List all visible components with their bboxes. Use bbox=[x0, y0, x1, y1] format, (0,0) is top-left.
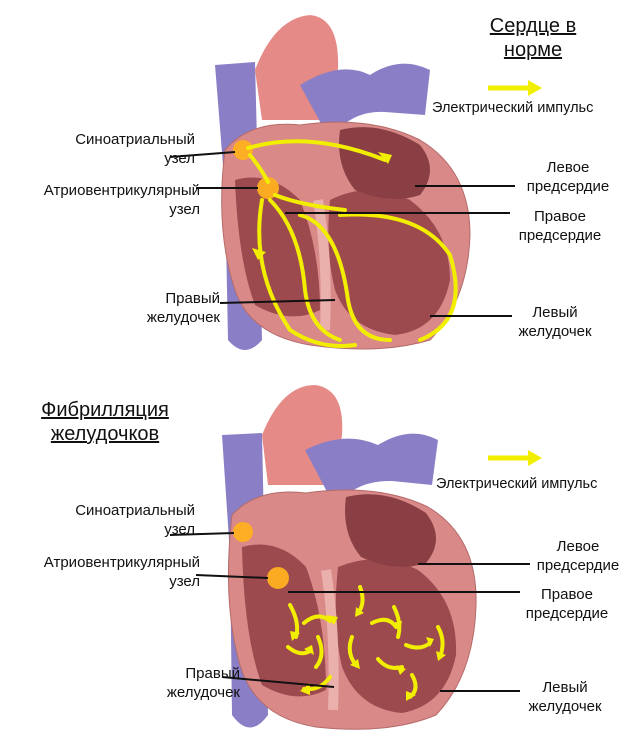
av-node-label: Атриовентрикулярный узел bbox=[43, 182, 200, 218]
impulse-arrow-icon bbox=[488, 450, 542, 466]
septum bbox=[321, 569, 339, 711]
panel-title: Фибрилляция желудочков bbox=[41, 399, 169, 445]
right-ventricle-label: Правый желудочек bbox=[166, 665, 240, 701]
fibrillation-panel: Фибрилляция желудочков Электрический имп… bbox=[0, 375, 640, 749]
left-atrium-label: Левое предсердие bbox=[536, 538, 620, 574]
sa-node-label: Синоатриальный узел bbox=[75, 502, 195, 538]
impulse-arrow-icon bbox=[488, 80, 542, 96]
pulmonary-artery bbox=[305, 433, 438, 507]
sa-node-glow bbox=[233, 522, 253, 542]
left-atrium-label: Левое предсердие bbox=[526, 159, 610, 195]
impulse-arrowheads bbox=[290, 607, 446, 701]
legend-label: Электрический импульс bbox=[432, 100, 594, 116]
legend-label: Электрический импульс bbox=[436, 476, 598, 492]
av-node-glow bbox=[267, 567, 289, 589]
right-ventricle-label: Правый желудочек bbox=[146, 290, 220, 326]
right-atrium-label: Правое предсердие bbox=[518, 208, 602, 244]
left-ventricle-label: Левый желудочек bbox=[518, 304, 592, 340]
impulse-arrowhead bbox=[252, 248, 266, 260]
pulmonary-artery bbox=[300, 63, 430, 140]
av-node-label: Атриовентрикулярный узел bbox=[43, 554, 200, 590]
impulse-arrowhead bbox=[378, 152, 392, 164]
panel-title: Сердце в норме bbox=[489, 15, 577, 61]
left-atrium-chamber bbox=[339, 127, 430, 199]
right-atrium-label: Правое предсердие bbox=[525, 586, 609, 622]
normal-heart-panel: Сердце в норме Электрический импульс Син… bbox=[43, 15, 610, 350]
left-ventricle-label: Левый желудочек bbox=[528, 679, 602, 715]
left-chamber bbox=[335, 559, 457, 713]
sa-node-label: Синоатриальный узел bbox=[75, 131, 195, 167]
leader-lines bbox=[169, 532, 530, 692]
impulse-paths bbox=[246, 139, 458, 348]
right-chamber bbox=[242, 544, 326, 697]
fibrillation-heart-illustration bbox=[169, 385, 542, 730]
normal-heart-illustration bbox=[169, 15, 542, 350]
av-node-glow bbox=[257, 177, 279, 199]
leader-lines bbox=[169, 151, 515, 317]
left-atrium-chamber bbox=[345, 494, 436, 567]
